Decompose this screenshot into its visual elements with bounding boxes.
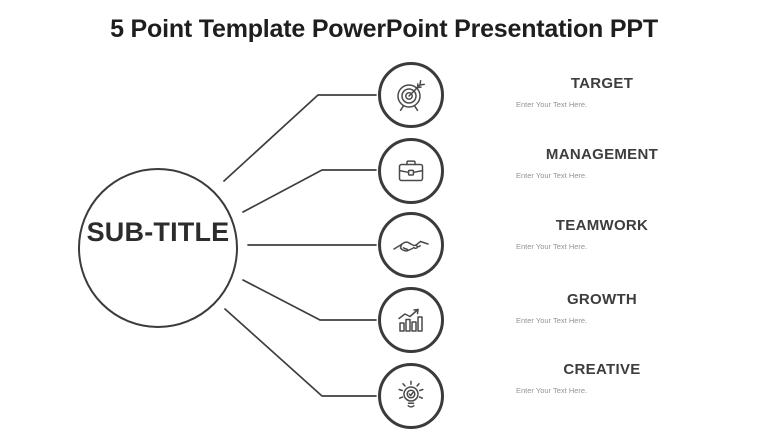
point-icon-circle-management: [378, 138, 444, 204]
point-label: CREATIVE: [563, 361, 641, 378]
subtitle-label: SUB-TITLE: [86, 217, 230, 247]
point-label: GROWTH: [566, 291, 638, 308]
connector-line-creative: [224, 308, 377, 397]
point-label: TARGET: [570, 75, 634, 92]
point-description: Enter Your Text Here.: [516, 316, 588, 325]
lightbulb-icon: [398, 380, 424, 408]
point-label: TEAMWORK: [555, 217, 649, 234]
point-description: Enter Your Text Here.: [516, 100, 588, 109]
point-row-teamwork: TEAMWORK Enter Your Text Here.: [516, 217, 688, 252]
point-icon-circle-creative: [378, 363, 444, 429]
point-description: Enter Your Text Here.: [516, 171, 588, 180]
growth-chart-icon: [398, 308, 423, 332]
connector-line-target: [223, 94, 377, 182]
connector-line-growth: [242, 279, 377, 321]
point-description: Enter Your Text Here.: [516, 242, 588, 251]
target-icon: [397, 80, 425, 112]
point-icon-circle-growth: [378, 287, 444, 353]
point-icon-circle-teamwork: [378, 212, 444, 278]
briefcase-icon: [398, 160, 424, 182]
connector-line-management: [242, 169, 377, 213]
subtitle-circle: SUB-TITLE: [78, 168, 238, 328]
point-description: Enter Your Text Here.: [516, 386, 588, 395]
point-icon-circle-target: [378, 62, 444, 128]
point-row-management: MANAGEMENT Enter Your Text Here.: [516, 146, 688, 181]
point-row-target: TARGET Enter Your Text Here.: [516, 75, 688, 110]
handshake-icon: [393, 240, 429, 252]
point-row-creative: CREATIVE Enter Your Text Here.: [516, 361, 688, 396]
slide-title: 5 Point Template PowerPoint Presentation…: [110, 15, 658, 43]
point-label: MANAGEMENT: [545, 146, 659, 163]
point-row-growth: GROWTH Enter Your Text Here.: [516, 291, 688, 326]
